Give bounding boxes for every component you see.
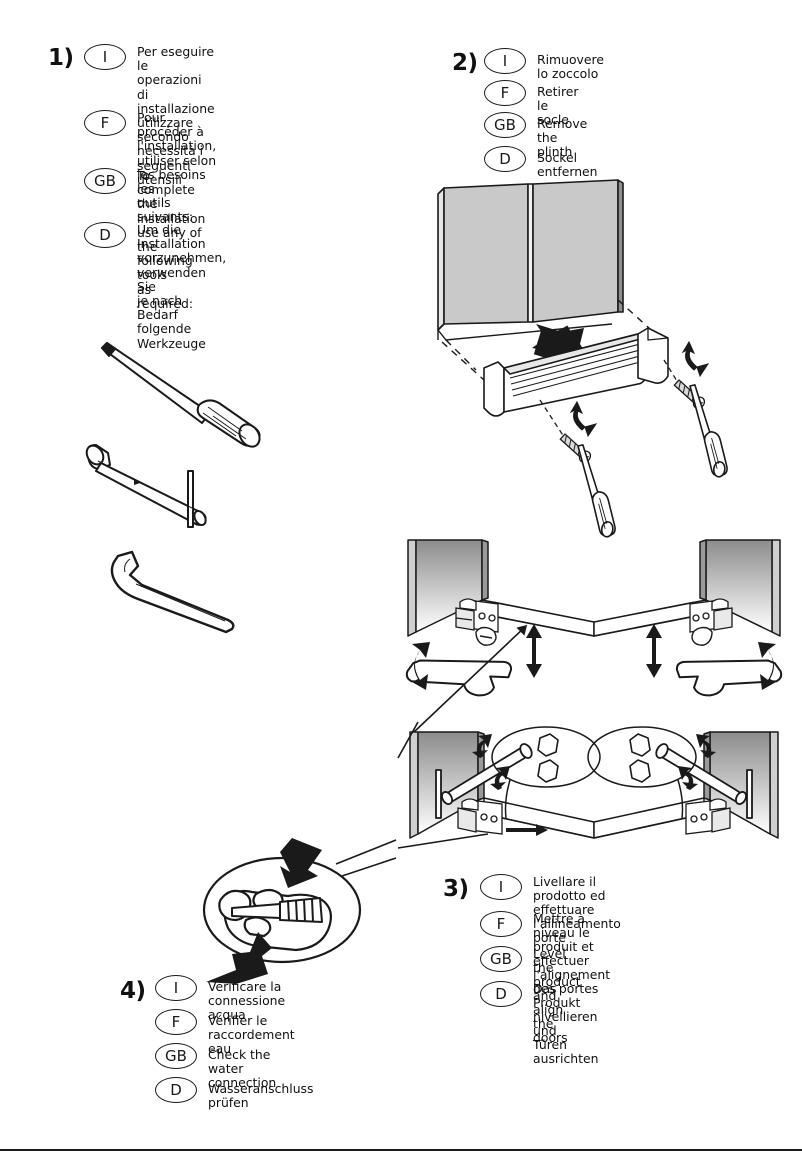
step-4-number: 4) bbox=[120, 978, 146, 1004]
step-4-lang-gb: GB Check the water connection bbox=[155, 1043, 276, 1091]
step-1-text-it: Per eseguire le operazioni di installazi… bbox=[137, 44, 215, 187]
lang-badge-it: I bbox=[84, 44, 126, 70]
step-4-lang-fr: F Vérifier le raccordement eau bbox=[155, 1009, 295, 1057]
step-3-lang-fr: F Mettre à niveau le produit et effectue… bbox=[480, 911, 610, 996]
step-2-lang-gb: GB Remove the plinth bbox=[484, 112, 587, 160]
step-2-text-de: Sockel entfernen bbox=[537, 150, 598, 180]
lang-badge-it: I bbox=[484, 48, 526, 74]
lang-badge-fr: F bbox=[84, 110, 126, 136]
step-4-text-fr: Vérifier le raccordement eau bbox=[208, 1013, 295, 1057]
tool-socket-wrench-illustration bbox=[82, 443, 247, 528]
lang-badge-fr: F bbox=[155, 1009, 197, 1035]
step-4-text-de: Wasseranschluss prüfen bbox=[208, 1081, 314, 1111]
step-3-text-gb: Level the product and align the doors bbox=[533, 946, 581, 1045]
step-2-text-fr: Retirer le socle bbox=[537, 84, 579, 128]
lang-badge-fr: F bbox=[484, 80, 526, 106]
lang-badge-fr: F bbox=[480, 911, 522, 937]
step-2-lang-de: D Sockel entfernen bbox=[484, 146, 598, 179]
step-4-lang-it: I Verificare la connessione acqua bbox=[155, 975, 285, 1023]
levelling-feet-lower-illustration bbox=[397, 721, 790, 872]
step-4-text-it: Verificare la connessione acqua bbox=[208, 979, 286, 1023]
step-2-lang-fr: F Retirer le socle bbox=[484, 80, 579, 128]
step-4-lang-de: D Wasseranschluss prüfen bbox=[155, 1077, 313, 1110]
step-2-lang-it: I Rimuovere lo zoccolo bbox=[484, 48, 604, 81]
lang-badge-gb: GB bbox=[484, 112, 526, 138]
step-3-number: 3) bbox=[443, 876, 469, 902]
lang-badge-de: D bbox=[155, 1077, 197, 1103]
step-1-number: 1) bbox=[48, 45, 74, 71]
step-1-lang-it: I Per eseguire le operazioni di installa… bbox=[84, 44, 215, 187]
lang-badge-gb: GB bbox=[84, 168, 126, 194]
plinth-removal-illustration bbox=[432, 172, 790, 538]
step-1-text-fr: Pour procéder à l'installation, utiliser… bbox=[137, 110, 217, 225]
step-3-text-de: Das Produkt nivellieren und Türen ausric… bbox=[533, 981, 599, 1066]
lang-badge-gb: GB bbox=[480, 946, 522, 972]
step-1-text-gb: To complete the installation use any of … bbox=[137, 168, 206, 311]
water-connection-detail-illustration bbox=[196, 836, 397, 986]
step-2-number: 2) bbox=[452, 50, 478, 76]
levelling-feet-upper-illustration bbox=[398, 532, 790, 733]
page-footer-rule bbox=[0, 1149, 802, 1151]
lang-badge-it: I bbox=[155, 975, 197, 1001]
tool-screwdriver-illustration bbox=[90, 335, 280, 448]
lang-badge-de: D bbox=[480, 981, 522, 1007]
lang-badge-de: D bbox=[84, 222, 126, 248]
lang-badge-gb: GB bbox=[155, 1043, 197, 1069]
tool-open-end-wrench-illustration bbox=[78, 550, 248, 635]
step-4-text-gb: Check the water connection bbox=[208, 1047, 277, 1091]
step-1-text-de: Um die Installation vorzunehmen, verwend… bbox=[137, 222, 227, 351]
step-1-lang-de: D Um die Installation vorzunehmen, verwe… bbox=[84, 222, 226, 351]
step-3-lang-de: D Das Produkt nivellieren und Türen ausr… bbox=[480, 981, 598, 1066]
step-1-lang-fr: F Pour procéder à l'installation, utilis… bbox=[84, 110, 216, 225]
step-2-text-it: Rimuovere lo zoccolo bbox=[537, 52, 604, 82]
step-3-text-fr: Mettre à niveau le produit et effectuer … bbox=[533, 911, 611, 996]
lang-badge-de: D bbox=[484, 146, 526, 172]
step-3-lang-gb: GB Level the product and align the doors bbox=[480, 946, 581, 1045]
step-3-text-it: Livellare il prodotto ed effettuare l'al… bbox=[533, 874, 621, 945]
step-3-lang-it: I Livellare il prodotto ed effettuare l'… bbox=[480, 874, 621, 945]
step-2-text-gb: Remove the plinth bbox=[537, 116, 588, 160]
step-1-lang-gb: GB To complete the installation use any … bbox=[84, 168, 205, 311]
lang-badge-it: I bbox=[480, 874, 522, 900]
